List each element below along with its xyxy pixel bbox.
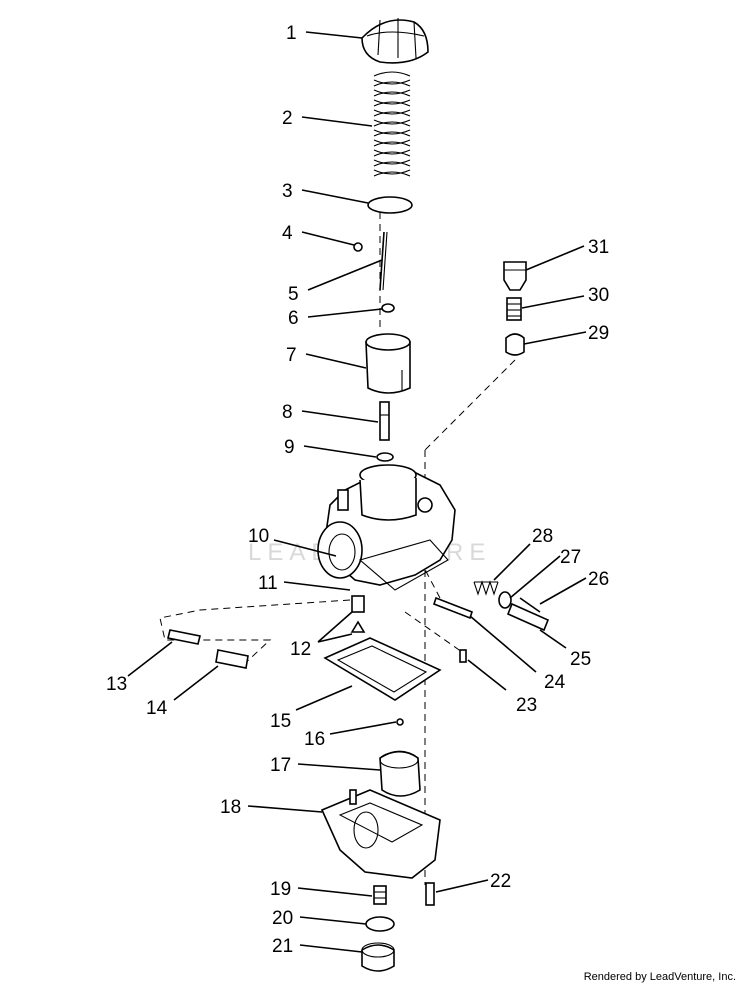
callout-5: 5 [288, 284, 299, 305]
callout-7: 7 [286, 345, 297, 366]
callout-6: 6 [288, 308, 299, 329]
callout-11: 11 [258, 573, 278, 594]
part-26-adjuster-screw [519, 597, 541, 613]
part-14-bracket-clip [215, 649, 249, 669]
part-21-cap-nut [361, 942, 395, 972]
part-6-seat [381, 303, 395, 313]
part-18-float-bowl [320, 789, 441, 879]
callout-14: 14 [146, 698, 168, 719]
callout-29: 29 [588, 323, 609, 344]
part-16-ball [396, 718, 404, 726]
part-17-float [379, 750, 421, 797]
part-22-screw [425, 882, 435, 906]
footer-credit: Rendered by LeadVenture, Inc. [583, 971, 736, 983]
callout-2: 2 [282, 108, 293, 129]
part-7-throttle-slide [365, 333, 411, 394]
part-28-spring [473, 580, 499, 596]
part-23-screw [459, 649, 467, 663]
part-20-o-ring [365, 916, 395, 932]
part-5-needle [379, 231, 388, 291]
callout-9: 9 [284, 437, 295, 458]
callout-31: 31 [588, 237, 609, 258]
part-15-gasket [323, 637, 442, 701]
part-11-pilot-jet [351, 595, 365, 613]
callout-13: 13 [106, 674, 127, 695]
callout-12: 12 [290, 639, 311, 660]
part-9-ring [376, 452, 394, 462]
part-19-drain-plug [373, 885, 387, 905]
callout-18: 18 [220, 797, 241, 818]
leader-lines [127, 31, 587, 953]
part-25-adjuster [506, 602, 550, 632]
callout-28: 28 [532, 526, 553, 547]
callout-21: 21 [272, 936, 293, 957]
callout-27: 27 [560, 547, 581, 568]
callout-8: 8 [282, 402, 293, 423]
part-24-pilot-screw [433, 596, 473, 620]
part-4-clip [353, 242, 363, 252]
part-29-cap [505, 333, 525, 356]
part-10-carburetor-body [317, 464, 456, 591]
callout-17: 17 [270, 755, 291, 776]
callout-25: 25 [570, 649, 591, 670]
part-2-spring [373, 71, 411, 177]
callout-4: 4 [282, 223, 293, 244]
callout-1: 1 [286, 23, 297, 44]
callout-19: 19 [270, 879, 291, 900]
callout-30: 30 [588, 285, 609, 306]
part-27-washer [498, 591, 512, 609]
part-12-main-jet [350, 620, 366, 633]
callout-15: 15 [270, 711, 291, 732]
part-13-bracket [167, 629, 201, 645]
part-30-spring [506, 297, 522, 321]
callout-26: 26 [588, 569, 609, 590]
callout-3: 3 [282, 181, 293, 202]
callout-16: 16 [304, 729, 325, 750]
part-8-jet-needle-holder [379, 401, 390, 441]
callout-24: 24 [544, 672, 566, 693]
callout-22: 22 [490, 871, 511, 892]
part-31-plug [503, 261, 527, 291]
part-1-cap [361, 18, 429, 64]
callout-labels: 1 2 3 4 5 6 7 8 9 10 11 12 13 14 15 16 1… [106, 23, 609, 957]
part-3-plate [367, 196, 413, 214]
callout-20: 20 [272, 908, 293, 929]
callout-10: 10 [248, 526, 269, 547]
callout-23: 23 [516, 695, 537, 716]
